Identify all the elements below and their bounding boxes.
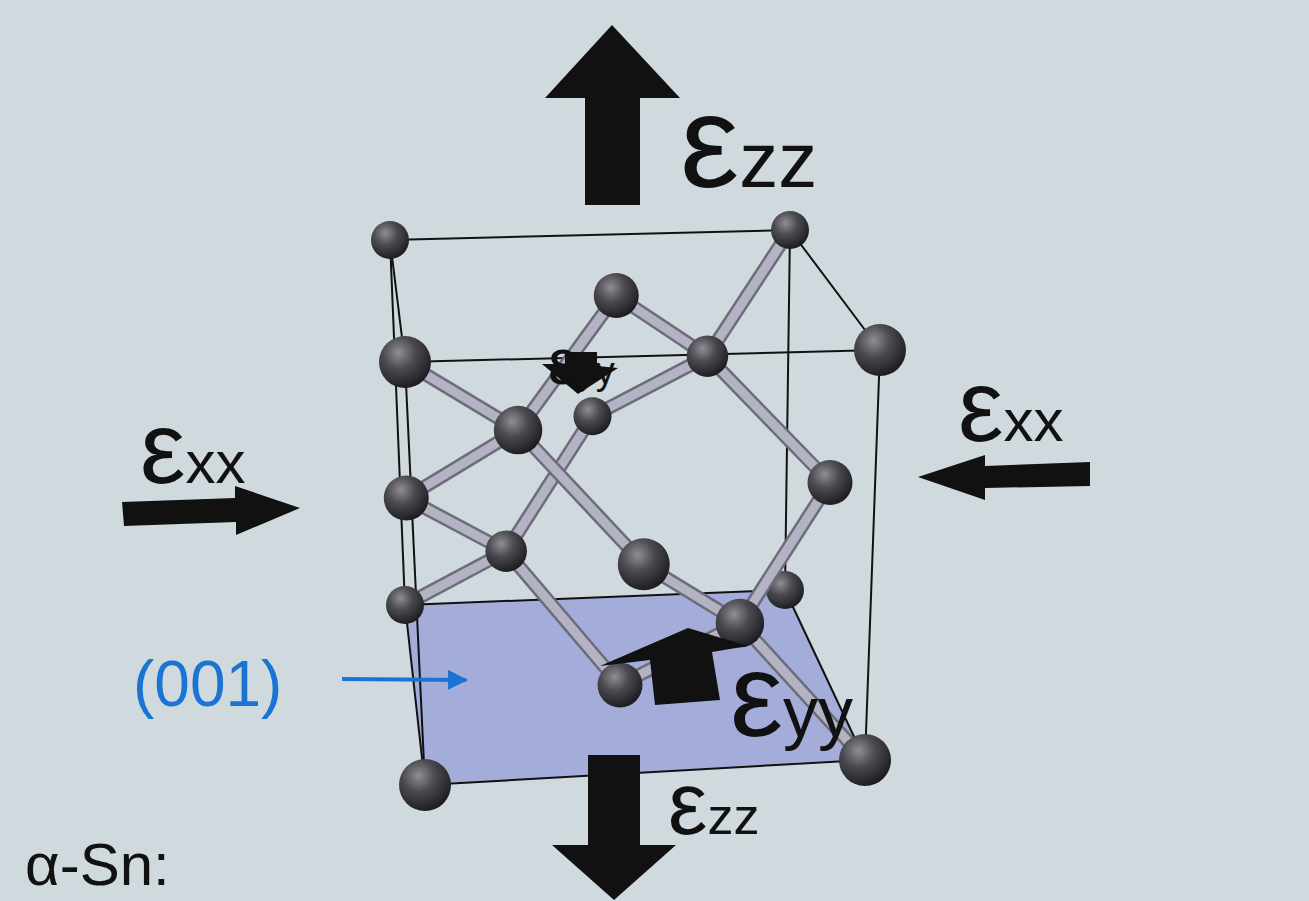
atom <box>594 273 639 318</box>
cell-edge <box>425 760 865 785</box>
atom <box>771 211 809 249</box>
strain-label: εxx <box>958 348 1063 465</box>
strain-label: εyy <box>548 325 615 399</box>
atom <box>379 336 431 388</box>
atom <box>494 406 543 455</box>
strain-arrow <box>918 455 1090 500</box>
atom <box>598 663 643 708</box>
strain-label: εzz <box>680 65 817 217</box>
strain-arrow <box>552 755 676 900</box>
atom <box>854 324 906 376</box>
atom <box>687 335 729 377</box>
strain-arrow <box>600 628 748 705</box>
cell-edge <box>390 230 790 240</box>
cell-edge <box>405 350 880 362</box>
atom <box>574 397 612 435</box>
strain-arrow <box>545 25 680 205</box>
atom <box>399 759 451 811</box>
bond <box>740 483 830 624</box>
cell-edge <box>405 362 425 785</box>
material-label: α-Sn: <box>25 830 170 899</box>
bond <box>518 296 616 431</box>
atom <box>808 460 853 505</box>
atom <box>618 538 670 590</box>
bond <box>518 296 616 431</box>
leader-arrow <box>342 679 466 680</box>
atom <box>384 476 429 521</box>
bond <box>740 483 830 624</box>
atom <box>386 586 424 624</box>
strain-label: εxx <box>140 390 245 507</box>
strain-label: εzz <box>668 753 759 855</box>
cell-edge <box>865 350 880 760</box>
atom <box>371 221 409 259</box>
bond <box>707 230 790 356</box>
plane-label: (001) <box>133 647 282 721</box>
strain-label: εyy <box>730 626 853 763</box>
bond <box>707 356 830 482</box>
bond <box>518 430 644 564</box>
bond <box>707 230 790 356</box>
bond <box>518 430 644 564</box>
atom <box>485 530 527 572</box>
cell-edge <box>405 605 425 785</box>
cell-edge <box>390 240 405 605</box>
bond <box>707 356 830 482</box>
